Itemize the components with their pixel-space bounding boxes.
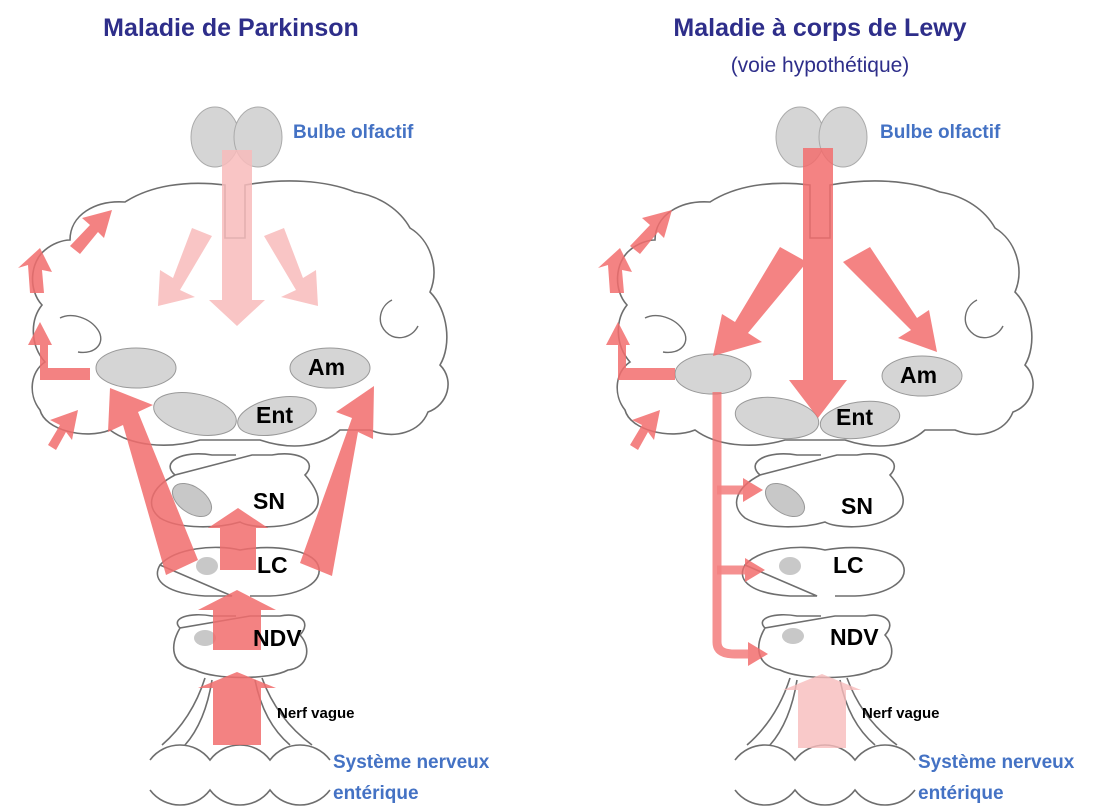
- left-amygdala-label: Am: [308, 354, 346, 380]
- right-substantia-nigra: [764, 482, 806, 518]
- left-vagus-nerve-label: Nerf vague: [277, 705, 355, 722]
- left-hippocampus: [95, 347, 177, 389]
- left-olfactory-bulb-label: Bulbe olfactif: [293, 122, 414, 143]
- left-enteric-system-label: Système nerveux entérique: [333, 752, 490, 804]
- right-brain-diagram: [598, 106, 1034, 806]
- left-substantia-nigra: [171, 482, 213, 518]
- right-faded-vagus-arrow: [783, 674, 861, 748]
- right-locus-coeruleus: [779, 557, 801, 575]
- right-enteric-system-label: Système nerveux entérique: [918, 752, 1075, 804]
- left-dorsal-vagal-nucleus: [194, 630, 216, 646]
- right-entorhinal-label: Ent: [836, 404, 874, 430]
- right-dorsal-vagal-nucleus: [782, 628, 804, 644]
- left-entorhinal-b: [237, 396, 317, 436]
- left-olfactory-arrows: [158, 150, 318, 326]
- left-brain-diagram: [18, 106, 449, 806]
- right-entorhinal-a: [734, 396, 820, 440]
- left-ndv-label: NDV: [253, 625, 302, 651]
- left-locus-coeruleus: [196, 557, 218, 575]
- left-title: Maladie de Parkinson: [103, 14, 359, 42]
- right-title: Maladie à corps de Lewy: [673, 14, 967, 42]
- left-lc-label: LC: [257, 552, 288, 578]
- right-lc-label: LC: [833, 552, 864, 578]
- left-ascending-arrows: [18, 210, 374, 745]
- left-sn-label: SN: [253, 488, 285, 514]
- right-sn-label: SN: [841, 493, 873, 519]
- left-entorhinal-a: [153, 392, 237, 436]
- right-vagus-nerve-label: Nerf vague: [862, 705, 940, 722]
- right-amygdala: [881, 355, 963, 397]
- right-olfactory-bulb-label: Bulbe olfactif: [880, 122, 1001, 143]
- right-descending-arrows: [598, 148, 937, 666]
- right-hippocampus: [674, 353, 752, 395]
- right-amygdala-label: Am: [900, 362, 938, 388]
- right-ndv-label: NDV: [830, 624, 879, 650]
- right-subtitle: (voie hypothétique): [730, 54, 910, 77]
- left-amygdala: [289, 347, 371, 389]
- right-entorhinal-b: [819, 400, 901, 440]
- left-entorhinal-label: Ent: [256, 402, 294, 428]
